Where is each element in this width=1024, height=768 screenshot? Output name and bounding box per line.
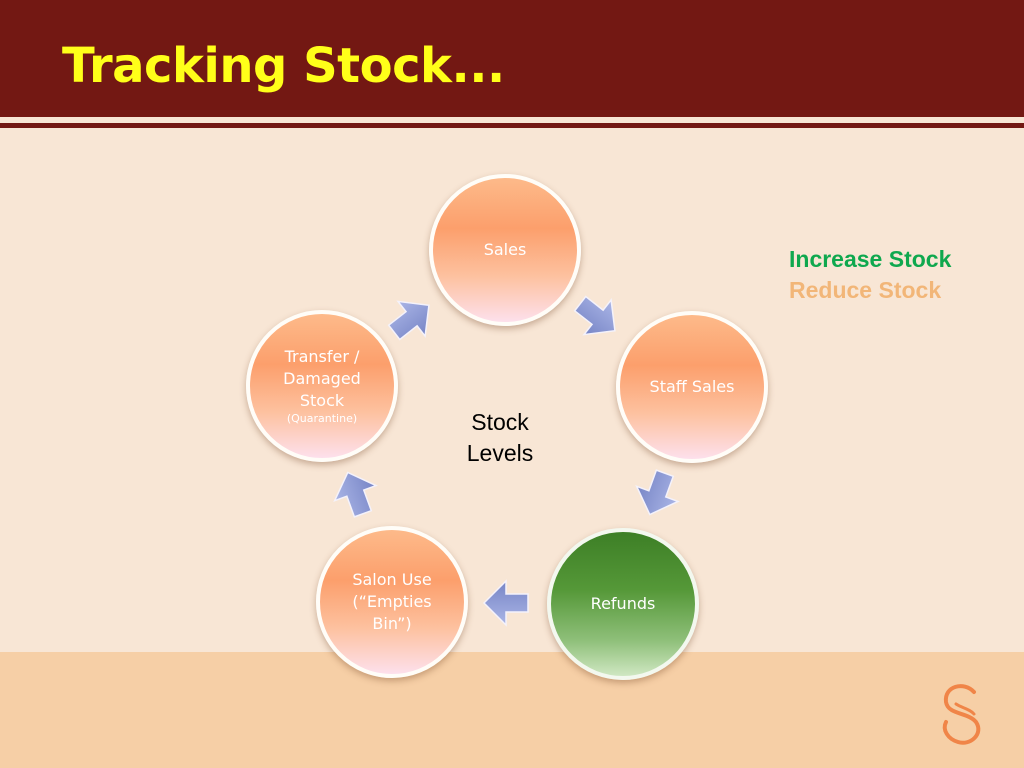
s-logo-icon: [942, 684, 981, 745]
node-label: Staff Sales: [649, 377, 735, 396]
center-label-line: Stock: [471, 409, 529, 435]
arrow-icon: [628, 464, 687, 523]
arrow-icon: [483, 580, 529, 626]
center-label: Stock Levels: [440, 407, 560, 469]
node-label: Bin”): [372, 614, 412, 633]
arrow-icon: [379, 287, 444, 351]
node-label: Salon Use: [352, 570, 432, 589]
header-divider-dark: [0, 123, 1024, 128]
node-sublabel: (Quarantine): [286, 412, 358, 425]
node-label: (“Empties: [352, 592, 432, 611]
arrow-icon: [565, 285, 630, 349]
slide-title: Tracking Stock...: [62, 38, 505, 94]
legend-reduce: Reduce Stock: [789, 277, 942, 303]
bottom-band: [0, 652, 1024, 768]
node-label: Damaged: [283, 369, 361, 388]
header-bar: [0, 0, 1024, 117]
node-staff-sales: Staff Sales: [616, 311, 768, 463]
node-sales: Sales: [429, 174, 581, 326]
legend-increase: Increase Stock: [789, 246, 952, 272]
node-label: Stock: [299, 391, 345, 410]
node-label: Refunds: [590, 594, 656, 613]
node-refunds: Refunds: [547, 528, 699, 680]
node-label: Transfer /: [284, 347, 360, 366]
header-divider-light: [0, 117, 1024, 123]
node-label: Sales: [483, 240, 527, 259]
node-salon-use: Salon Use (“Empties Bin”): [316, 526, 468, 678]
arrow-icon: [326, 464, 385, 523]
center-label-line: Levels: [466, 440, 534, 466]
node-transfer-damaged: Transfer / Damaged Stock (Quarantine): [246, 310, 398, 462]
